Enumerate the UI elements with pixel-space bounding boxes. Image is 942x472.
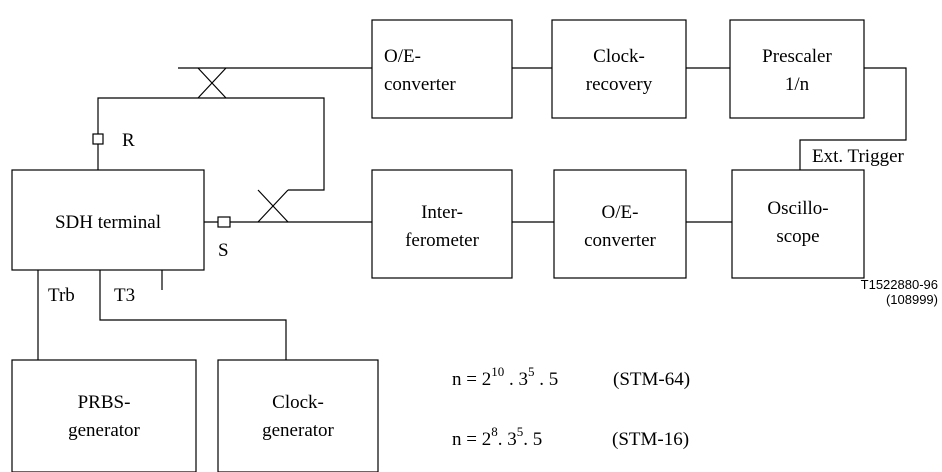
prbs-generator-block: PRBS- generator [11,359,197,472]
figure-id-line-2: (108999) [886,292,938,307]
oscilloscope-label-1: Oscillo- [767,198,828,219]
interferometer-block: Inter- ferometer [371,169,513,279]
crossing-marker-bottom [257,189,289,223]
oe-converter-top-label-2: converter [384,74,456,95]
prbs-generator-label-1: PRBS- [78,392,131,413]
oscilloscope-label-2: scope [776,226,819,247]
clock-recovery-label-1: Clock- [593,46,645,67]
clock-recovery-block: Clock- recovery [551,19,687,119]
formula-stm-64: n = 210 . 35 . 5 [452,364,558,390]
prescaler-block: Prescaler 1/n [729,19,865,119]
formula-stm-64-note: (STM-64) [613,369,690,390]
formula-stm-16: n = 28. 35. 5 [452,424,542,450]
figure-id-line-1: T1522880-96 [861,277,938,292]
clock-generator-label-2: generator [262,420,334,441]
interferometer-label-2: ferometer [405,230,480,251]
sdh-terminal-block: SDH terminal [11,169,205,271]
interferometer-label-1: Inter- [421,202,463,223]
clock-generator-label-1: Clock- [272,392,324,413]
trb-port-label: Trb [48,285,75,306]
oe-converter-top-block: O/E- converter [371,19,513,119]
reference-point-s-connector [217,216,231,228]
reference-point-r-label: R [122,130,135,151]
sdh-terminal-label: SDH terminal [55,212,161,233]
clock-generator-block: Clock- generator [217,359,379,472]
oscilloscope-block: Oscillo- scope [731,169,865,279]
prescaler-label-1: Prescaler [762,46,832,67]
clock-recovery-label-2: recovery [586,74,653,95]
reference-point-r-connector [92,133,104,145]
formula-stm-16-note: (STM-16) [612,429,689,450]
ext-trigger-label: Ext. Trigger [812,146,905,167]
t3-port-label: T3 [114,285,135,306]
oe-converter-top-label-1: O/E- [384,46,421,67]
oe-converter-bottom-label-1: O/E- [602,202,639,223]
oe-converter-bottom-label-2: converter [584,230,656,251]
prescaler-label-2: 1/n [785,74,810,95]
prbs-generator-label-2: generator [68,420,140,441]
oe-converter-bottom-block: O/E- converter [553,169,687,279]
reference-point-s-label: S [218,240,229,261]
crossing-marker-top [197,67,227,99]
